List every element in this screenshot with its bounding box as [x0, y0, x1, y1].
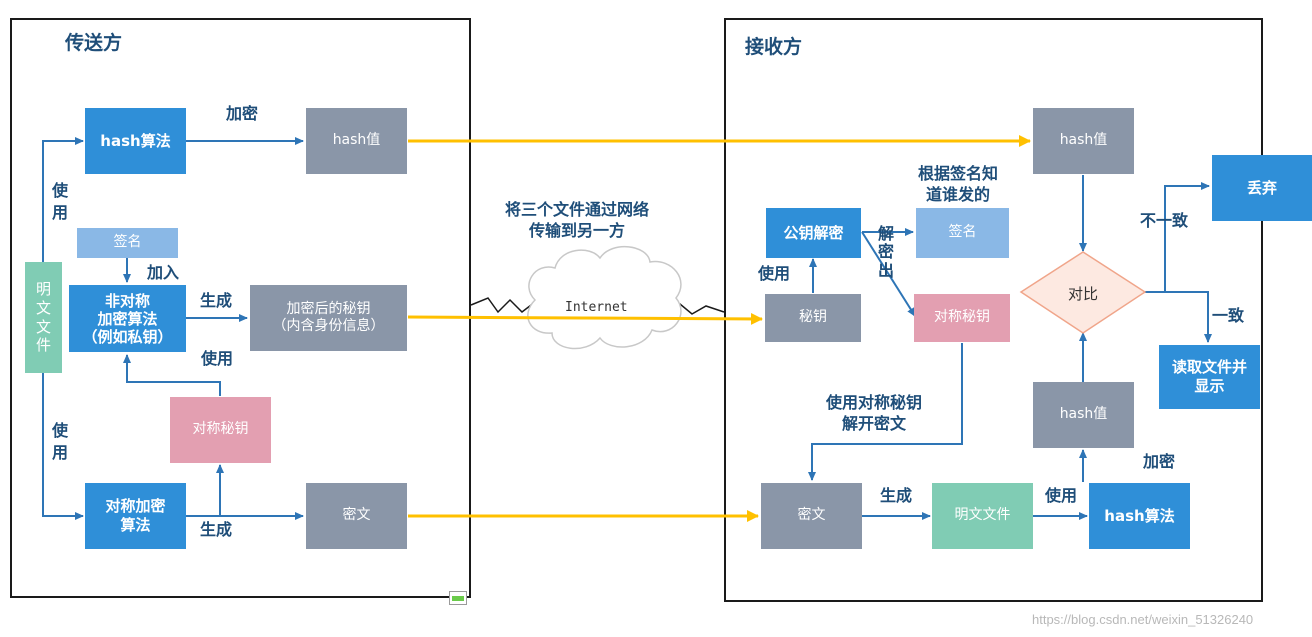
label-use-top: 使 用	[52, 181, 69, 222]
label-add-in: 加入	[147, 263, 180, 282]
arrow-plain-to-sym	[42, 373, 84, 520]
receiver-discard: 丢弃	[1212, 155, 1312, 221]
label-encrypt: 加密	[1143, 452, 1176, 471]
arrow-compare-to-discard	[1145, 182, 1210, 293]
receiver-hash-value-top: hash值	[1033, 108, 1134, 174]
sender-symmetric-algorithm: 对称加密 算法	[85, 483, 186, 549]
arrow-decrypt-to-symkey	[861, 231, 916, 317]
internet-cloud	[527, 245, 682, 350]
label-use: 使用	[1045, 486, 1078, 505]
transfer-arrow-key	[407, 312, 763, 325]
label-consistent: 一致	[1212, 306, 1245, 325]
label-decrypt-out: 解 密 出	[878, 224, 895, 280]
sender-plain-file: 明文文件	[25, 262, 62, 373]
receiver-symmetric-key: 对称秘钥	[914, 294, 1010, 342]
sender-title: 传送方	[65, 32, 123, 54]
network-label: 将三个文件通过网络 传输到另一方	[505, 200, 650, 240]
sender-symmetric-key: 对称秘钥	[170, 397, 271, 463]
label-know-sender: 根据签名知 道谁发的	[918, 164, 999, 204]
label-generate: 生成	[880, 486, 913, 505]
receiver-title: 接收方	[745, 36, 803, 58]
receiver-frame	[724, 18, 1263, 602]
arrow-sym-to-symkey	[186, 464, 224, 517]
compare-diamond	[1019, 251, 1147, 334]
receiver-hash-value-bottom: hash值	[1033, 382, 1134, 448]
receiver-key: 秘钥	[765, 294, 861, 342]
arrow-symkey-to-cipher	[808, 343, 963, 481]
receiver-ciphertext: 密文	[761, 483, 862, 549]
receiver-read-display: 读取文件并 显示	[1159, 345, 1260, 409]
label-generate-bottom: 生成	[200, 520, 233, 539]
page-indicator-icon	[449, 591, 467, 605]
sender-signature: 签名	[77, 228, 178, 258]
compare-label: 对比	[1068, 285, 1099, 303]
sender-asymmetric-algorithm: 非对称 加密算法 （例如私钥）	[69, 285, 186, 352]
arrow-symkey-to-asym	[123, 354, 221, 396]
label-use-key: 使用	[758, 264, 791, 283]
label-use-symmetric-key: 使用对称秘钥 解开密文	[826, 393, 923, 433]
label-use-bottom: 使 用	[52, 421, 69, 462]
watermark: https://blog.csdn.net/weixin_51326240	[1032, 612, 1254, 627]
internet-label: Internet	[565, 300, 628, 315]
sender-hash-algorithm: hash算法	[85, 108, 186, 174]
label-use-mid: 使用	[201, 349, 234, 368]
label-generate-mid: 生成	[200, 291, 233, 310]
arrow-compare-to-read	[1165, 291, 1212, 343]
receiver-signature: 签名	[916, 208, 1009, 258]
arrow-plain-to-hash	[42, 137, 84, 262]
receiver-hash-algorithm: hash算法	[1089, 483, 1190, 549]
sender-ciphertext: 密文	[306, 483, 407, 549]
sender-hash-value: hash值	[306, 108, 407, 174]
receiver-plain-file: 明文文件	[932, 483, 1033, 549]
sender-frame	[10, 18, 471, 598]
label-not-consistent: 不一致	[1140, 211, 1189, 230]
sender-encrypted-key: 加密后的秘钥 （内含身份信息）	[250, 285, 407, 351]
label-encrypt-top: 加密	[226, 104, 259, 123]
receiver-public-key-decrypt: 公钥解密	[766, 208, 861, 258]
